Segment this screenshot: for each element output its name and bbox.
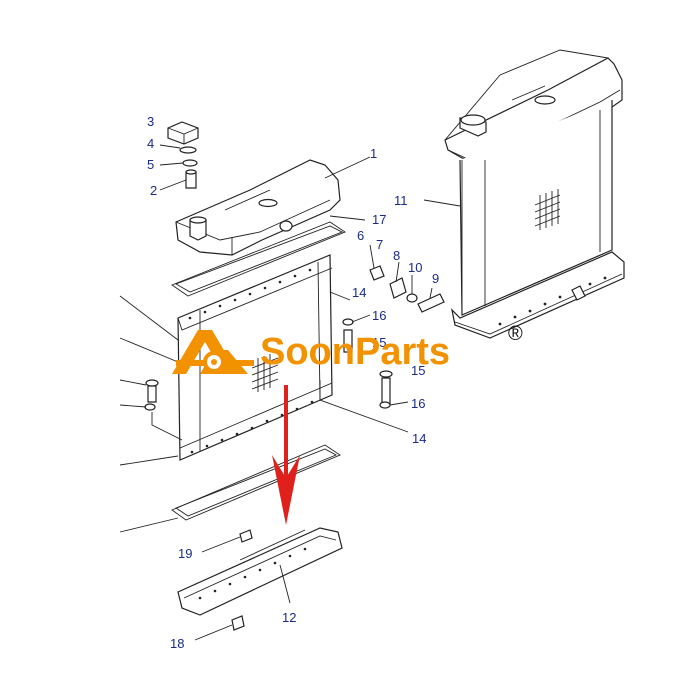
flow-direction-arrow [272, 385, 300, 525]
logo-brand-text: SoonParts [260, 331, 450, 373]
lower-tank [177, 527, 343, 616]
bolts-and-washers [144, 318, 393, 411]
callout-8: 8 [393, 248, 400, 263]
callout-3: 3 [147, 114, 154, 129]
drain-fitting [239, 529, 253, 543]
callout-6: 6 [357, 228, 364, 243]
callout-2: 2 [150, 183, 157, 198]
radiator-core [177, 254, 333, 461]
callout-14b: 14 [412, 431, 426, 446]
radiator-cap-parts [167, 121, 199, 189]
callout-14a: 14 [352, 285, 366, 300]
callout-19: 19 [178, 546, 192, 561]
core-grid-mark [534, 189, 561, 230]
callout-numbers: 1 2 3 4 5 6 7 8 9 10 11 12 14 14 15 15 1… [147, 114, 439, 651]
callout-4: 4 [147, 136, 154, 151]
logo-registered-mark: ® [508, 323, 523, 345]
upper-gasket [171, 221, 346, 297]
callout-18: 18 [170, 636, 184, 651]
exploded-radiator [119, 121, 445, 641]
callout-17: 17 [372, 212, 386, 227]
callout-9: 9 [432, 271, 439, 286]
drain-plug [231, 615, 245, 631]
callout-15a: 15 [372, 335, 386, 350]
callout-10: 10 [408, 260, 422, 275]
callout-11: 11 [394, 193, 408, 208]
callout-15b: 15 [411, 363, 425, 378]
upper-tank [175, 159, 341, 256]
lower-gasket [171, 444, 341, 521]
lower-tank-bolts [198, 547, 307, 600]
callout-16b: 16 [411, 396, 425, 411]
core-bolts [188, 268, 314, 454]
core-grid-mark-left [251, 354, 279, 392]
callout-7: 7 [376, 237, 383, 252]
assembled-radiator [423, 49, 625, 339]
callout-1: 1 [370, 146, 377, 161]
small-fittings [369, 265, 445, 313]
soonparts-logo: SoonParts ® [172, 323, 523, 374]
callout-5: 5 [147, 157, 154, 172]
logo-emblem-icon [172, 330, 254, 374]
callout-12: 12 [282, 610, 296, 625]
callout-16a: 16 [372, 308, 386, 323]
